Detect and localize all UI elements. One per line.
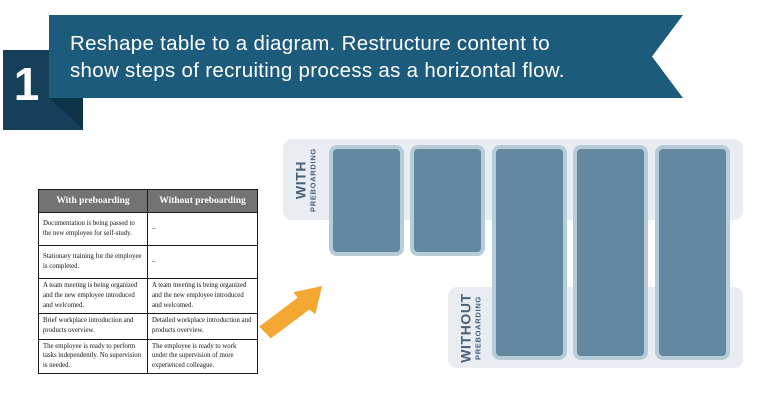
- band-subtitle: PREBOARDING: [473, 295, 482, 360]
- table-row: Documentation is being passed to the new…: [38, 212, 258, 246]
- step-number: 1: [13, 58, 40, 110]
- table-cell: –: [147, 212, 258, 246]
- table-cell: The employee is ready to work under the …: [147, 338, 258, 375]
- flow-step-card-5: [655, 145, 730, 360]
- table-header-with: With preboarding: [38, 189, 148, 213]
- instruction-banner: Reshape table to a diagram. Restructure …: [49, 15, 683, 98]
- table-header-row: With preboarding Without preboarding: [38, 189, 258, 213]
- flow-step-card-1: [329, 145, 404, 256]
- band-title: WITH: [292, 160, 308, 199]
- table-cell: The employee is ready to perform tasks i…: [38, 338, 148, 375]
- table-cell: Brief workplace introduction and product…: [38, 312, 148, 340]
- table-cell: Detailed workplace introduction and prod…: [147, 312, 258, 340]
- table-row: Brief workplace introduction and product…: [38, 312, 258, 340]
- table-row: The employee is ready to perform tasks i…: [38, 338, 258, 375]
- table-cell: Stationary training for the employee is …: [38, 245, 148, 279]
- band-title: WITHOUT: [457, 292, 473, 363]
- banner-text-line-1: Reshape table to a diagram. Restructure …: [70, 31, 550, 55]
- banner-text-line-2: show steps of recruiting process as a ho…: [70, 58, 565, 82]
- band-subtitle: PREBOARDING: [308, 147, 317, 212]
- flow-step-card-3: [492, 145, 567, 360]
- flow-step-card-4: [573, 145, 648, 360]
- table-row: Stationary training for the employee is …: [38, 245, 258, 279]
- table-cell: A team meeting is being organized and th…: [38, 278, 148, 314]
- transform-arrow-icon: [250, 270, 330, 340]
- table-cell: –: [147, 245, 258, 279]
- table-header-without: Without preboarding: [147, 189, 258, 213]
- flow-step-card-2: [410, 145, 485, 256]
- table-cell: A team meeting is being organized and th…: [147, 278, 258, 314]
- table-row: A team meeting is being organized and th…: [38, 278, 258, 314]
- preboarding-comparison-table: With preboarding Without preboarding Doc…: [38, 189, 258, 375]
- with-preboarding-label: WITH PREBOARDING: [283, 139, 327, 220]
- without-preboarding-label: WITHOUT PREBOARDING: [448, 287, 492, 368]
- table-cell: Documentation is being passed to the new…: [38, 212, 148, 246]
